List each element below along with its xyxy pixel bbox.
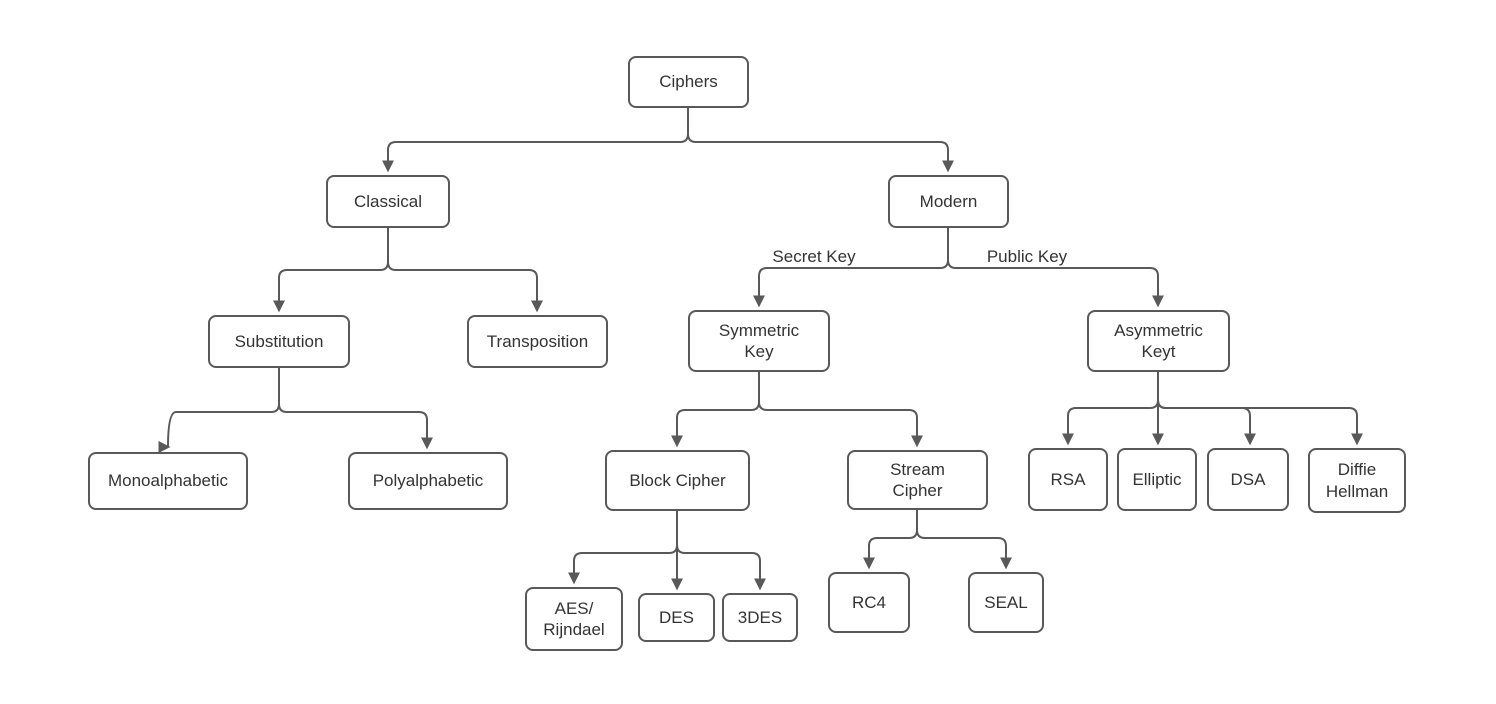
node-block-cipher[interactable]: Block Cipher: [605, 450, 750, 511]
edge-substitution-polyalphabetic: [278, 368, 433, 450]
node-transposition[interactable]: Transposition: [467, 315, 608, 368]
edge-block-3des: [676, 511, 766, 591]
edge-label-public-key: Public Key: [983, 247, 1071, 267]
edge-asymmetric-diffie-hellman: [1157, 372, 1363, 446]
node-aes-rijndael[interactable]: AES/ Rijndael: [525, 587, 623, 651]
edge-stream-seal: [916, 510, 1012, 570]
node-ciphers[interactable]: Ciphers: [628, 56, 749, 108]
node-modern[interactable]: Modern: [888, 175, 1009, 228]
node-des[interactable]: DES: [638, 593, 715, 642]
edge-stream-rc4: [863, 510, 918, 570]
edge-ciphers-classical: [382, 108, 689, 173]
node-classical[interactable]: Classical: [326, 175, 450, 228]
node-seal[interactable]: SEAL: [968, 572, 1044, 633]
node-substitution[interactable]: Substitution: [208, 315, 350, 368]
node-rsa[interactable]: RSA: [1028, 448, 1108, 511]
edge-label-secret-key: Secret Key: [769, 247, 859, 267]
edge-asymmetric-rsa: [1062, 372, 1159, 446]
edge-classical-transposition: [387, 228, 543, 313]
edge-substitution-monoalphabetic: [162, 368, 280, 450]
node-diffie-hellman[interactable]: Diffie Hellman: [1308, 448, 1406, 513]
edge-symmetric-stream-cipher: [758, 372, 923, 448]
node-monoalphabetic[interactable]: Monoalphabetic: [88, 452, 248, 510]
node-symmetric-key[interactable]: Symmetric Key: [688, 310, 830, 372]
edge-modern-asymmetric-keyt: [947, 228, 1164, 308]
edge-block-aes-rijndael: [568, 511, 678, 585]
node-polyalphabetic[interactable]: Polyalphabetic: [348, 452, 508, 510]
edge-symmetric-block-cipher: [671, 372, 760, 448]
node-3des[interactable]: 3DES: [722, 593, 798, 642]
node-asymmetric-keyt[interactable]: Asymmetric Keyt: [1087, 310, 1230, 372]
node-rc4[interactable]: RC4: [828, 572, 910, 633]
node-dsa[interactable]: DSA: [1207, 448, 1289, 511]
edge-ciphers-modern: [687, 108, 954, 173]
edge-classical-substitution: [273, 228, 389, 313]
node-stream-cipher[interactable]: Stream Cipher: [847, 450, 988, 510]
node-elliptic[interactable]: Elliptic: [1117, 448, 1197, 511]
